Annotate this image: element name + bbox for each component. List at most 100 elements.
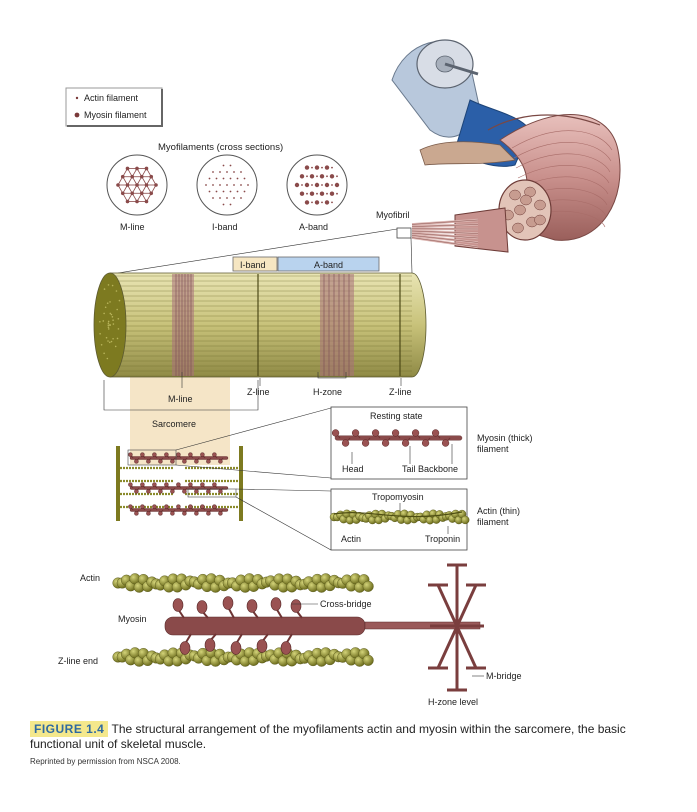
myosin-head (206, 511, 211, 516)
actin-bead (362, 654, 374, 666)
myosin-dot (125, 166, 130, 171)
myosin-head (128, 504, 133, 509)
myosin-head (158, 459, 163, 464)
myosin-head (411, 429, 420, 437)
myosin-detail-marker (127, 449, 177, 466)
actin-dot (233, 184, 235, 186)
legend-myosin-label: Myosin filament (84, 110, 147, 120)
cross-sections-title: Myofilaments (cross sections) (158, 142, 283, 153)
actin-side-label-2: filament (477, 517, 509, 527)
m-bridge-label: M-bridge (486, 671, 522, 681)
fascicle-cell (514, 204, 526, 216)
actin-dot (229, 203, 232, 206)
actin-dot (316, 192, 318, 195)
tropomyosin-title: Tropomyosin (372, 492, 424, 502)
myosin-dot (324, 200, 330, 205)
myosin-head (152, 482, 157, 487)
myosin-head (158, 511, 163, 516)
fiber-strand-edge (411, 219, 479, 225)
figure-number: FIGURE 1.4 (30, 721, 109, 737)
myosin-dot (135, 183, 139, 187)
myosin-head (194, 489, 199, 494)
fibril-end-dot (116, 308, 118, 311)
actin-dot (336, 192, 338, 195)
myosin-head (134, 511, 139, 516)
myosin-head (152, 504, 157, 509)
legend-actin-label: Actin filament (84, 93, 139, 103)
myosin-dot (299, 174, 305, 179)
myosin-side-label-2: filament (477, 444, 509, 454)
myofibril-cylinder (93, 272, 427, 378)
actin-dot (212, 197, 214, 199)
myosin-rod (164, 616, 366, 636)
myosin-head (188, 504, 193, 509)
troponin-label: Troponin (425, 534, 460, 544)
actin-dot (226, 184, 228, 186)
myosin-head (134, 489, 139, 494)
fibril-end-dot (109, 312, 112, 315)
myosin-dot (309, 191, 315, 196)
z-disc-right (239, 446, 243, 521)
fascicle-cell (534, 214, 546, 226)
fiber-strand-edge (411, 232, 479, 239)
cross-bridge-head (204, 638, 216, 652)
fibril-end-dot (118, 299, 121, 302)
actin-dot (240, 197, 242, 199)
myosin-head (401, 439, 410, 447)
actin-side-label-1: Actin (thin) (477, 506, 520, 516)
tail-label: Tail (402, 464, 416, 474)
cross-bridge-label: Cross-bridge (320, 599, 372, 609)
i-band-label: I-band (240, 260, 266, 270)
actin-dot (240, 171, 242, 173)
fibril-end-dot (108, 341, 111, 344)
fiber-strand-edge (411, 230, 479, 234)
head-label: Head (342, 464, 364, 474)
myosin-dot (120, 191, 125, 196)
myosin-dot (125, 199, 130, 204)
myosin-head (170, 489, 175, 494)
actin-dot (222, 190, 225, 193)
actin-dot (331, 166, 333, 169)
actin-dot (229, 164, 232, 167)
fibril-end-dot (112, 319, 114, 321)
myosin-head (331, 429, 340, 437)
cross-sections: Myofilaments (cross sections) M-line I-b… (106, 142, 348, 232)
actin-dot (219, 171, 221, 173)
actin-dot (205, 184, 207, 186)
actin-dot (233, 197, 235, 199)
actin-dot (212, 171, 214, 173)
myosin-head (351, 429, 360, 437)
myosin-head (134, 459, 139, 464)
actin-dot (215, 177, 218, 180)
myosin-head (441, 439, 450, 447)
i-band-dots (205, 164, 249, 206)
myosin-head (128, 482, 133, 487)
myosin-dot (319, 191, 325, 196)
myosin-dot (149, 191, 154, 196)
myosin-dot (144, 166, 149, 171)
fibril-end-dot (106, 357, 109, 360)
sarcomere-schematic (116, 446, 243, 521)
myosin-dot (329, 191, 335, 196)
myosin-head (182, 489, 187, 494)
myosin-dot (130, 174, 135, 179)
myosin-head (152, 452, 157, 457)
myosin-head (176, 452, 181, 457)
cross-bridge-head (172, 598, 184, 612)
cross-bridge-head (222, 596, 234, 610)
muscle-striation (517, 165, 610, 184)
actin-bead (362, 580, 374, 592)
h-zone-level-label: H-zone level (428, 697, 478, 707)
fibril-end-dot (103, 352, 105, 355)
myosin-head (140, 504, 145, 509)
h-zone-label: H-zone (313, 387, 342, 397)
fibril-end-dot (102, 320, 105, 322)
fibril-end-dot (107, 326, 110, 329)
myosin-dot (139, 174, 144, 179)
myosin-dot (314, 182, 320, 188)
myosin-head (381, 439, 390, 447)
actin-detail-marker (187, 488, 237, 498)
cross-section-label-a-band: A-band (299, 222, 328, 232)
actin-dot (331, 184, 333, 186)
